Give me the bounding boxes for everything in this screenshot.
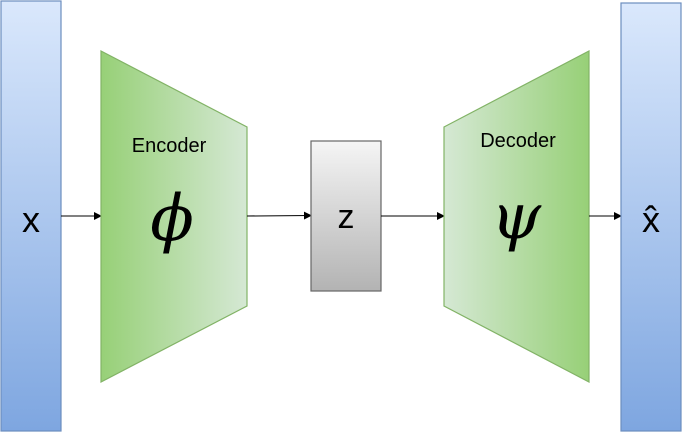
latent-box bbox=[310, 140, 382, 292]
latent-block: z bbox=[310, 140, 382, 292]
decoder-block: Decoder ψ bbox=[443, 50, 590, 383]
output-label: x̂ bbox=[642, 199, 660, 240]
encoder-symbol: ϕ bbox=[150, 182, 194, 256]
latent-label: z bbox=[338, 198, 355, 236]
encoder-shape bbox=[100, 50, 248, 383]
input-label: x bbox=[22, 199, 40, 240]
input-block: x bbox=[0, 0, 62, 432]
decoder-title: Decoder bbox=[480, 130, 556, 152]
input-bar bbox=[0, 0, 62, 432]
output-block: x̂ bbox=[620, 2, 682, 432]
output-bar bbox=[620, 2, 682, 432]
encoder-title: Encoder bbox=[132, 135, 207, 157]
decoder-symbol: ψ bbox=[491, 180, 542, 254]
arrow-encoder-to-latent bbox=[246, 211, 312, 220]
decoder-shape bbox=[443, 50, 590, 383]
encoder-block: Encoder ϕ bbox=[100, 50, 248, 383]
